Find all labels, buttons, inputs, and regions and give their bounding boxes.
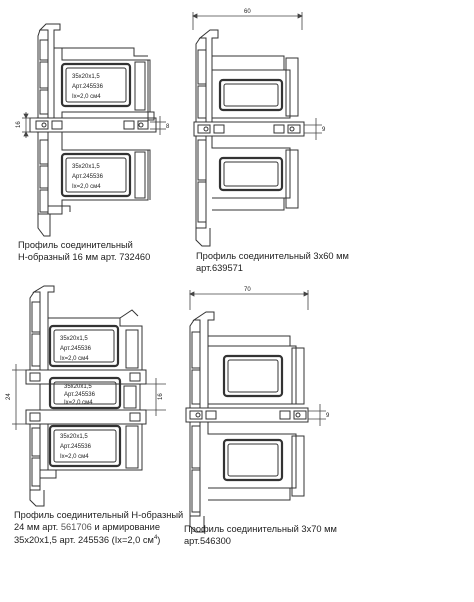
dim-24-label: 24 <box>6 393 12 400</box>
dim-8-label: 8 <box>166 124 170 130</box>
caption-line: Профиль соединительный 3х60 мм <box>196 251 349 261</box>
insert-size-label: 35x20x1,5 <box>72 164 100 170</box>
insert-ix-label: Ix=2,0 см4 <box>60 356 89 362</box>
figure-h16 <box>22 23 166 237</box>
insert-size-label: 35x20x1,5 <box>64 384 92 390</box>
dim-9-label: 9 <box>326 413 330 419</box>
figure-h24 <box>12 285 166 507</box>
caption-part: 35х20х1,5 арт. 245536 (Ix=2,0 см <box>14 535 154 546</box>
dim-16-label: 16 <box>158 393 164 400</box>
caption-h16: Профиль соединительный Н-образный 16 мм … <box>18 240 150 263</box>
dim-70-label: 70 <box>244 287 251 293</box>
caption-s60: Профиль соединительный 3х60 мм арт.63957… <box>196 251 349 274</box>
figure-s70 <box>185 290 326 533</box>
caption-part: ) <box>157 535 161 546</box>
caption-line: Профиль соединительный <box>18 240 133 250</box>
figure-s60 <box>192 12 322 247</box>
insert-art-label: Арт.245536 <box>60 346 92 352</box>
dim-9-label: 9 <box>322 127 326 133</box>
caption-line: арт.639571 <box>196 262 243 273</box>
insert-ix-label: Ix=2,0 см4 <box>64 400 93 406</box>
caption-line: 24 мм арт. 561706 и армирование <box>14 522 183 534</box>
caption-line: Профиль соединительный Н-образный <box>14 510 184 520</box>
caption-part: 24 мм арт. <box>14 521 61 532</box>
insert-size-label: 35x20x1,5 <box>60 434 88 440</box>
caption-line: 35х20х1,5 арт. 245536 (Ix=2,0 см4) <box>14 533 183 547</box>
caption-part: и армирование <box>91 521 160 532</box>
caption-line: Профиль соединительный 3х70 мм <box>184 524 337 534</box>
insert-art-label: Арт.245536 <box>64 392 96 398</box>
insert-ix-label: Ix=2,0 см4 <box>60 454 89 460</box>
insert-ix-label: Ix=2,0 см4 <box>72 94 101 100</box>
caption-article: 561706 <box>60 521 92 532</box>
insert-art-label: Арт.245536 <box>72 84 104 90</box>
dim-60-label: 60 <box>244 9 251 15</box>
caption-line: арт.546300 <box>184 535 231 546</box>
insert-ix-label: Ix=2,0 см4 <box>72 184 101 190</box>
dim-16-label: 16 <box>16 121 22 128</box>
insert-size-label: 35x20x1,5 <box>60 336 88 342</box>
insert-art-label: Арт.245536 <box>72 174 104 180</box>
caption-s70: Профиль соединительный 3х70 мм арт.54630… <box>184 524 337 547</box>
caption-superscript: 4 <box>153 535 158 541</box>
caption-h24: Профиль соединительный Н-образный 24 мм … <box>14 510 183 547</box>
insert-size-label: 35x20x1,5 <box>72 74 100 80</box>
insert-art-label: Арт.245536 <box>60 444 92 450</box>
caption-line: Н-образный 16 мм арт. 732460 <box>18 251 151 262</box>
